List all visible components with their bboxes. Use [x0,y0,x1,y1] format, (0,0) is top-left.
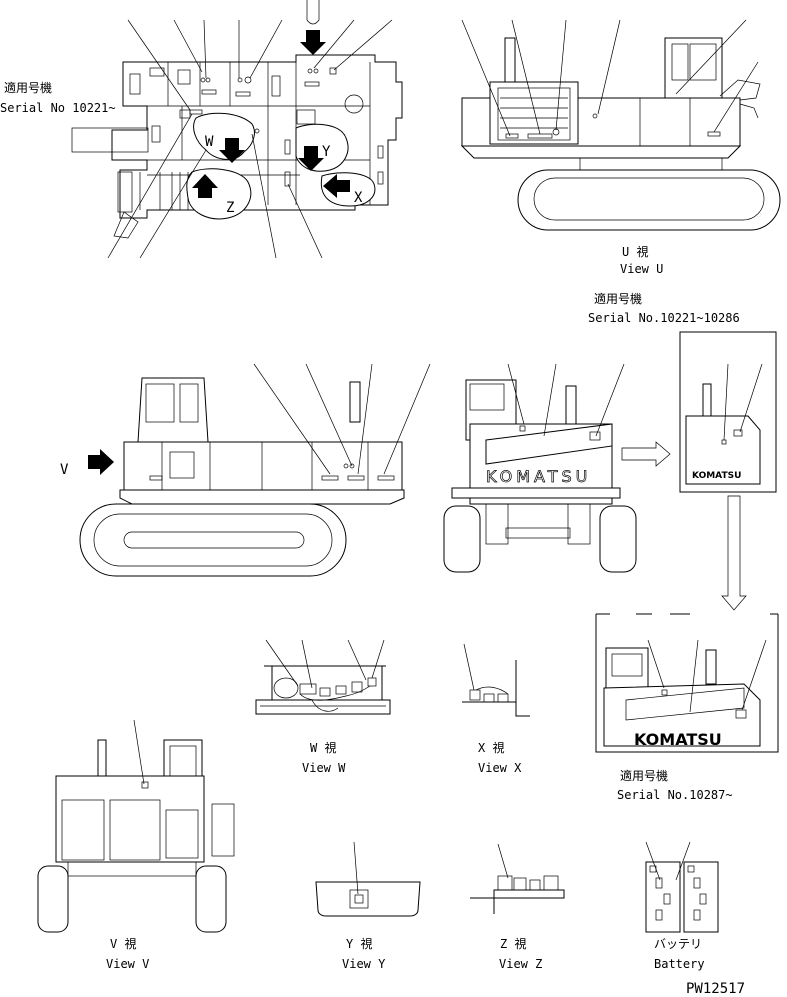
view-v-jp: V 視 [110,936,136,951]
serial-top-left-en: Serial No 10221~ [0,101,116,115]
view-w-drawing: W 視 View W [255,639,391,775]
serial-bottom-right-en: Serial No.10287~ [617,788,733,802]
battery-en: Battery [654,957,705,971]
view-arrow-icon [323,174,350,198]
side-view-drawing: V [60,363,431,577]
serial-bottom-right-jp: 適用号機 [620,768,668,783]
view-arrow-icon [300,30,326,55]
view-z-drawing: Z 視 View Z [470,843,565,971]
view-w-en: View W [302,761,346,775]
view-arrow-icon [88,449,114,475]
callout-v: V [60,462,69,478]
view-arrow-icon [298,146,324,171]
brand-large-text: KOMATSU [634,730,722,749]
view-arrow-icon [219,138,245,163]
front-view-drawing: KOMATSU [443,363,637,573]
callout-w: W [205,134,214,150]
view-z-en: View Z [499,957,542,971]
view-x-drawing: X 視 View X [462,643,530,775]
callout-x: X [354,190,363,206]
view-v-en: View V [106,957,149,971]
callout-y: Y [322,144,331,160]
view-y-jp: Y 視 [346,936,372,951]
battery-jp: バッテリ [654,937,702,951]
brand-outline-text: KOMATSU [486,467,591,486]
view-w-jp: W 視 [310,740,336,755]
view-x-en: View X [478,761,522,775]
view-y-en: View Y [342,957,386,971]
serial-mid-right-jp: 適用号機 [594,291,642,306]
battery-drawing: バッテリ Battery [645,841,719,971]
view-v-drawing: V 視 View V [37,719,235,971]
detail-box-large: KOMATSU [595,613,779,753]
view-arrow-icon [192,174,218,198]
top-plan-view: 適用号機 Serial No 10221~ [0,0,403,259]
transition-arrow-icon [621,441,671,467]
serial-top-left-jp: 適用号機 [4,80,52,95]
callout-z: Z [226,200,234,216]
drawing-number: PW12517 [686,981,745,997]
serial-mid-right-en: Serial No.10221~10286 [588,311,740,325]
view-x-jp: X 視 [478,740,504,755]
view-u-jp: U 視 [622,244,648,259]
brand-small-text: KOMATSU [692,471,741,481]
view-u-drawing: U 視 View U [460,19,781,276]
view-z-jp: Z 視 [500,936,526,951]
view-y-drawing: Y 視 View Y [315,841,421,971]
transition-arrow-icon [721,495,747,611]
detail-box-small: KOMATSU [679,331,777,493]
view-u-en: View U [620,262,663,276]
